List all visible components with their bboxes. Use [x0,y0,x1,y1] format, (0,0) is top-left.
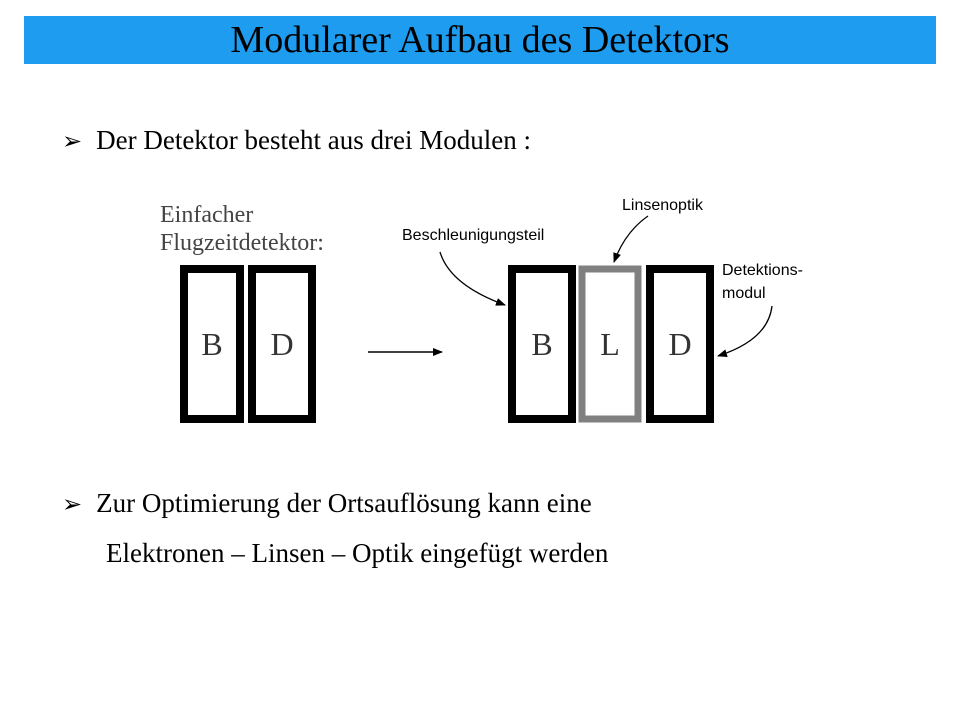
arrow-linsenoptik [613,215,649,263]
bullet-2-text-line1: Zur Optimierung der Ortsauflösung kann e… [96,488,592,518]
bullet-1: ➢ Der Detektor besteht aus drei Modulen … [62,125,531,156]
simple-module-b-label: B [201,326,222,362]
arrow-detektionsmodul [717,305,773,358]
bullet-2-text-line2: Elektronen – Linsen – Optik eingefügt we… [106,538,609,568]
simple-module-d [248,265,316,423]
label-detektions-line2: modul [722,285,766,302]
module-d-label: D [668,326,691,362]
module-l-label: L [600,326,620,362]
simple-module-d-label: D [270,326,293,362]
simple-detector-label-line1: Einfacher [160,202,253,228]
module-l [578,265,642,423]
title-bar: Modularer Aufbau des Detektors [24,16,936,64]
simple-detector-label-line2: Flugzeitdetektor: [160,230,324,256]
simple-module-b [180,265,244,423]
arrow-beschleunigungsteil [439,251,506,306]
module-b-label: B [531,326,552,362]
arrow-bullet-icon: ➢ [62,129,83,155]
label-linsenoptik: Linsenoptik [622,197,704,214]
label-beschleunigungsteil: Beschleunigungsteil [402,227,544,244]
arrow-bullet-icon: ➢ [62,492,83,518]
label-detektions-line1: Detektions- [722,262,803,279]
module-b [508,265,576,423]
module-d [646,265,714,423]
bullet-2: ➢ Zur Optimierung der Ortsauflösung kann… [62,488,592,519]
bullet-1-text: Der Detektor besteht aus drei Modulen : [96,125,531,155]
slide-title: Modularer Aufbau des Detektors [230,19,730,61]
